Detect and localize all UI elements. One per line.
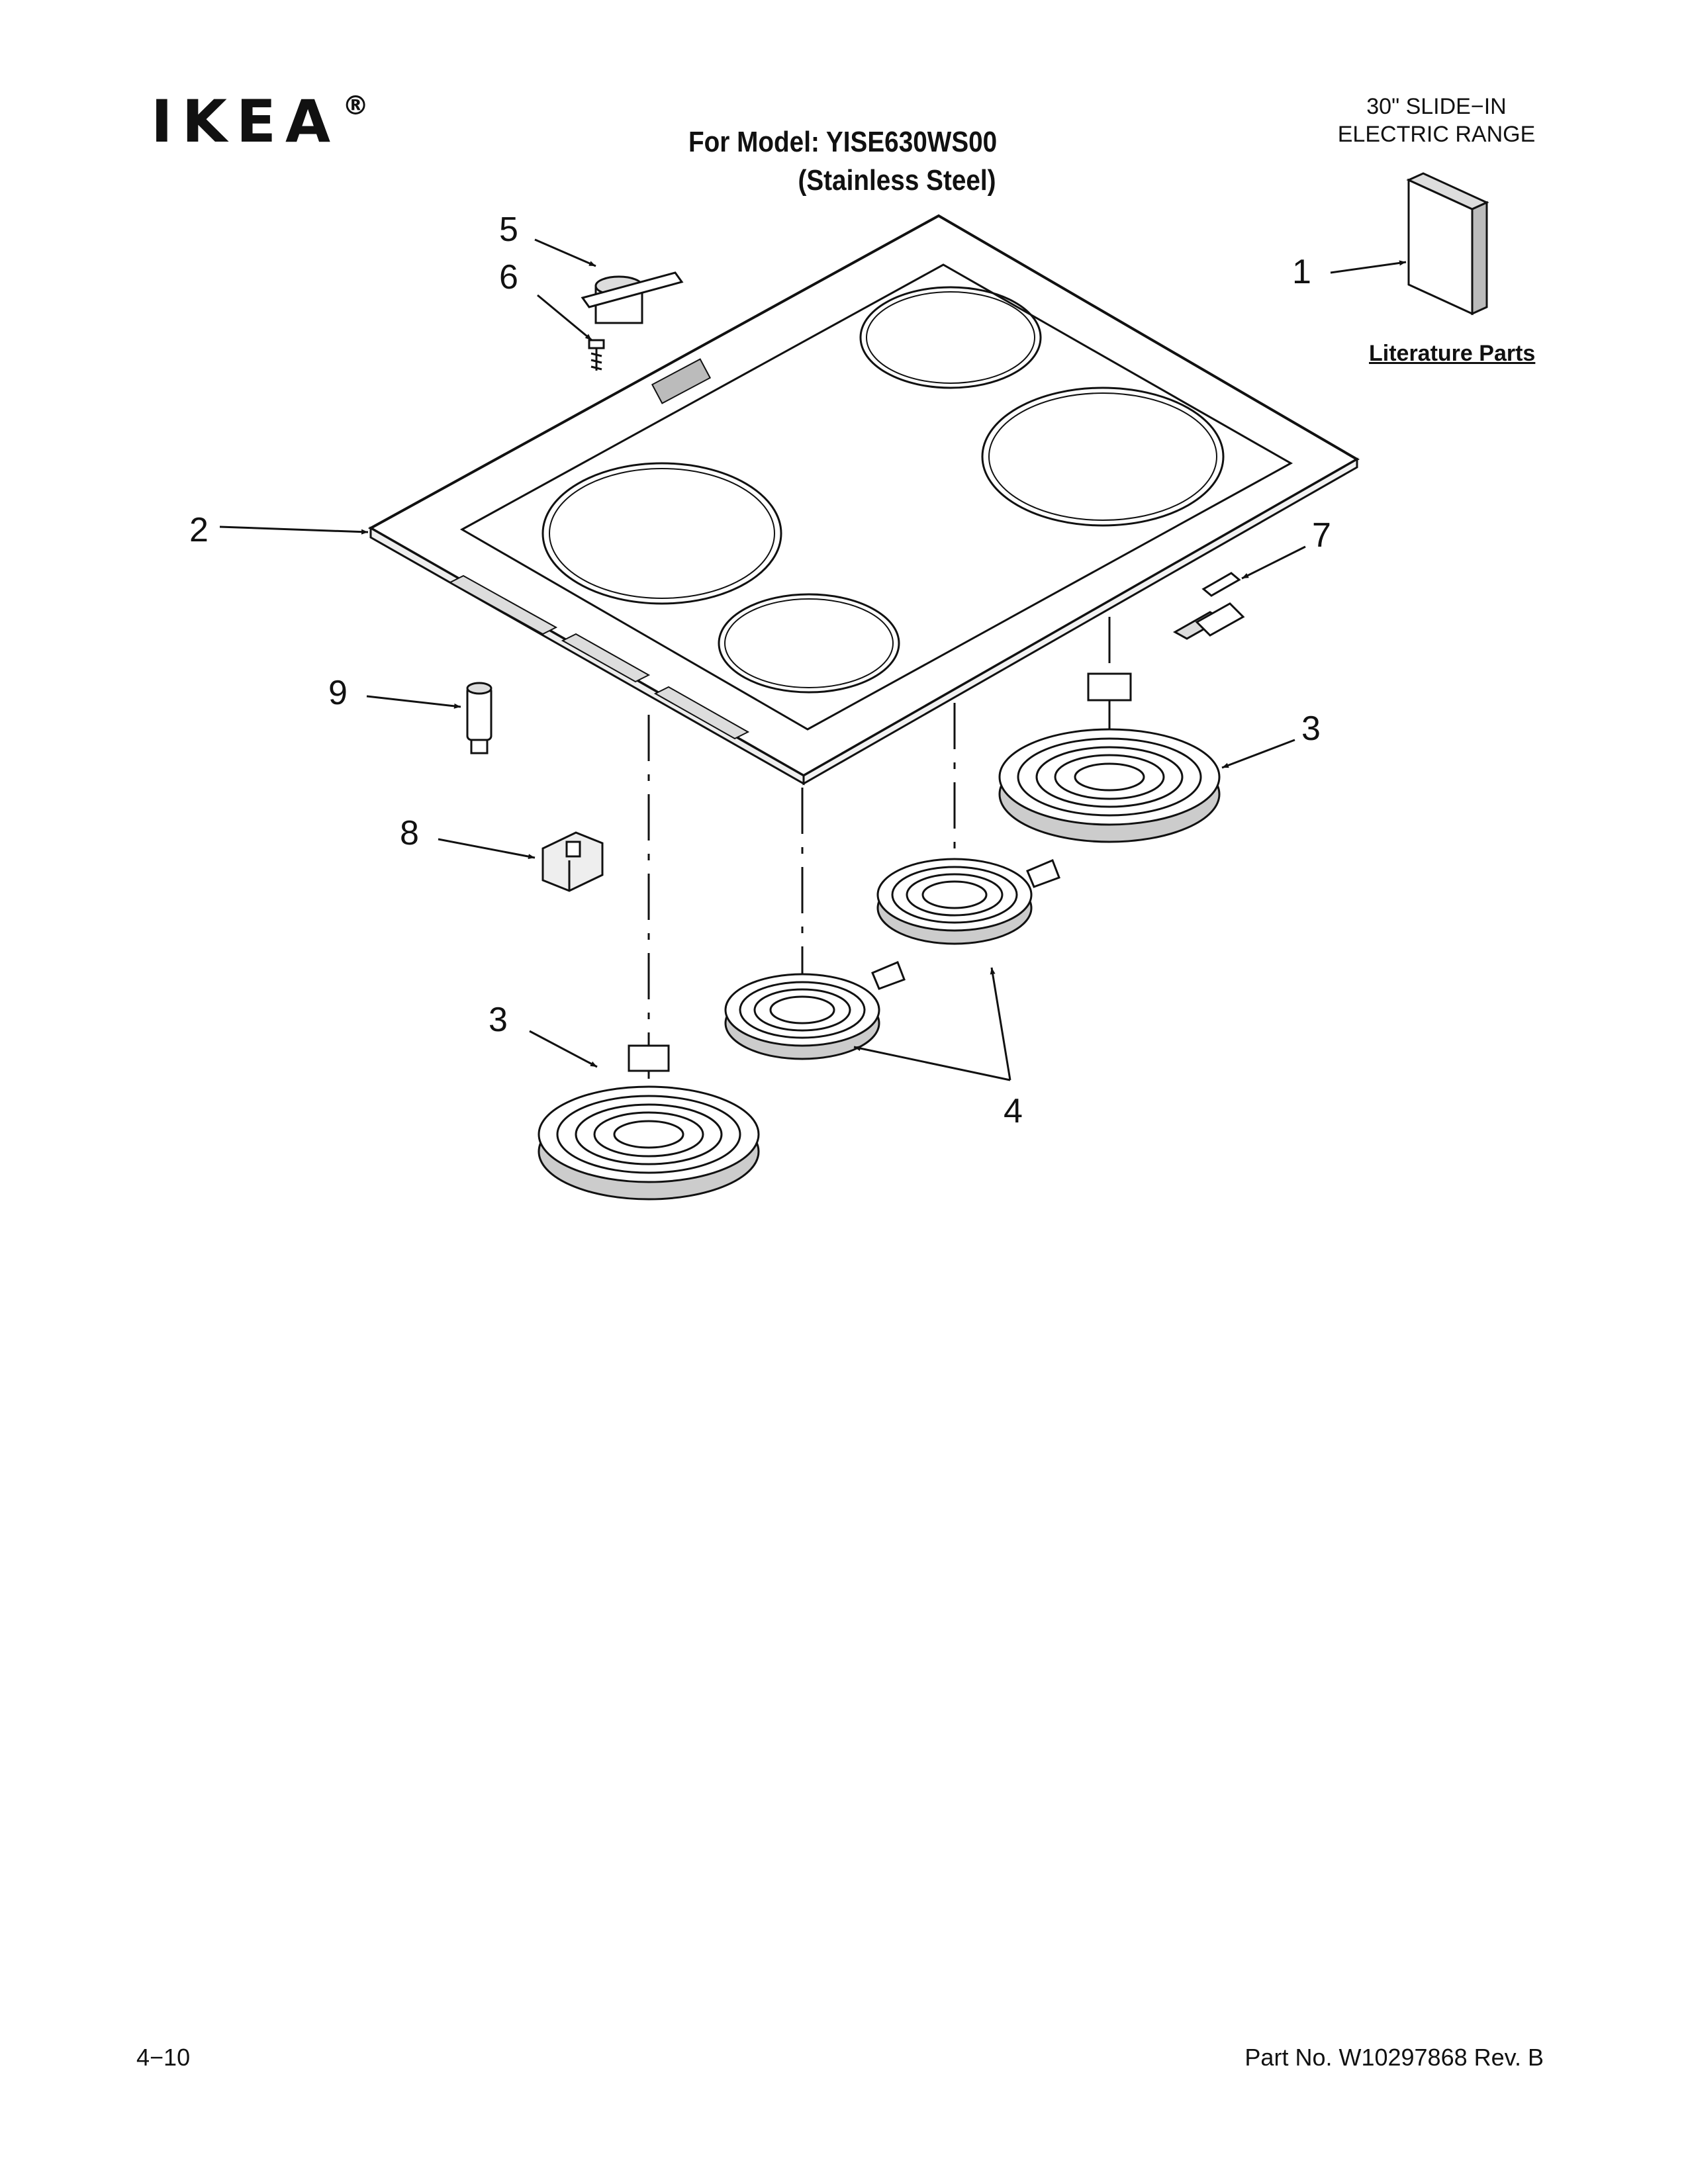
callout-7: 7	[1312, 516, 1331, 555]
callout-3-right: 3	[1301, 709, 1321, 748]
range-type-line2: ELECTRIC RANGE	[1337, 122, 1536, 147]
callout-1: 1	[1292, 253, 1311, 291]
callout-arrows	[219, 238, 1407, 1081]
ikea-logo: IKEA®	[151, 93, 369, 151]
literature-booklet	[1406, 172, 1489, 316]
bracket-clip	[1172, 572, 1245, 640]
callout-8: 8	[400, 814, 419, 852]
callout-9: 9	[328, 674, 348, 712]
cooktop-glass	[367, 214, 1360, 786]
callout-2: 2	[189, 511, 209, 549]
part-number: Part No. W10297868 Rev. B	[1244, 2044, 1544, 2071]
surface-element-small-front	[724, 961, 906, 1060]
literature-parts-label: Literature Parts	[1369, 341, 1536, 366]
limit-switch	[581, 271, 684, 324]
logo-wordmark: IKEA	[151, 87, 340, 156]
callout-3-left: 3	[489, 1001, 508, 1039]
model-line: For Model: YISE630WS00	[688, 126, 998, 158]
range-type: 30" SLIDE−IN ELECTRIC RANGE	[1297, 93, 1575, 148]
callout-4: 4	[1004, 1092, 1023, 1130]
surface-element-large-right	[998, 672, 1221, 843]
callout-6: 6	[499, 258, 518, 296]
mounting-screw	[588, 339, 605, 371]
range-type-line1: 30" SLIDE−IN	[1366, 94, 1507, 119]
finish-line: (Stainless Steel)	[798, 164, 996, 197]
indicator-light	[466, 682, 492, 754]
page-number: 4−10	[136, 2044, 191, 2071]
callout-5: 5	[499, 210, 518, 249]
registered-mark: ®	[342, 91, 369, 121]
surface-element-large-left	[538, 1044, 760, 1201]
insulator-block	[541, 831, 604, 892]
model-title: For Model: YISE630WS00 (Stainless Steel)	[688, 123, 997, 200]
surface-element-small-back	[876, 858, 1060, 945]
